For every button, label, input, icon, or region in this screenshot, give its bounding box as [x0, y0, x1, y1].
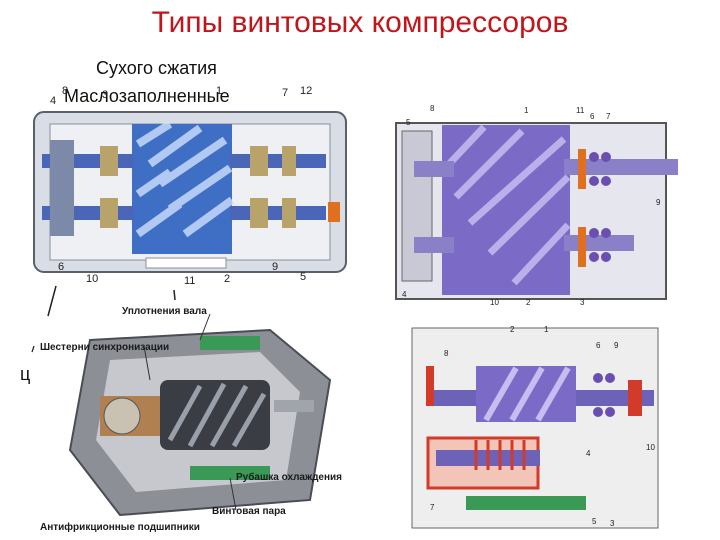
label-dry-compression: Сухого сжатия — [96, 58, 217, 78]
svg-text:10: 10 — [646, 443, 655, 452]
svg-text:9: 9 — [656, 198, 661, 207]
svg-text:2: 2 — [224, 273, 230, 285]
svg-text:8: 8 — [62, 85, 68, 97]
svg-text:11: 11 — [576, 106, 585, 115]
svg-text:1: 1 — [216, 85, 222, 97]
svg-text:8: 8 — [430, 104, 435, 113]
oil-flooded-section-diagram: 1 2 3 4 5 6 7 8 9 10 — [406, 320, 666, 532]
label-timing-gears: Шестерни синхронизации — [40, 342, 169, 353]
svg-text:2: 2 — [510, 325, 515, 334]
label-screw-pair: Винтовая пара — [212, 506, 286, 517]
slide-title: Типы винтовых компрессоров — [151, 6, 569, 39]
svg-text:2: 2 — [526, 298, 531, 307]
label-oil-flooded: Маслозаполненные — [64, 86, 230, 106]
svg-text:10: 10 — [86, 273, 98, 285]
svg-text:5: 5 — [300, 271, 306, 283]
svg-text:5: 5 — [406, 118, 411, 127]
svg-text:10: 10 — [490, 298, 499, 307]
svg-text:7: 7 — [430, 503, 435, 512]
svg-text:8: 8 — [444, 349, 449, 358]
svg-text:12: 12 — [300, 85, 312, 97]
svg-text:3: 3 — [102, 89, 108, 101]
svg-text:5: 5 — [592, 517, 597, 526]
svg-text:1: 1 — [544, 325, 549, 334]
svg-text:7: 7 — [282, 87, 288, 99]
svg-text:3: 3 — [580, 298, 585, 307]
label-shaft-seals: Уплотнения вала — [122, 306, 207, 317]
svg-text:9: 9 — [272, 261, 278, 273]
label-antifriction-bearings: Антифрикционные подшипники — [40, 521, 200, 533]
svg-text:4: 4 — [586, 449, 591, 458]
svg-text:3: 3 — [610, 519, 615, 528]
stray-marks — [31, 285, 176, 353]
svg-text:6: 6 — [58, 261, 64, 273]
svg-text:4: 4 — [402, 290, 407, 299]
oil-flooded-cutaway-diagram: Уплотнения вала Шестерни синхронизации Р… — [40, 300, 360, 536]
svg-text:6: 6 — [590, 112, 595, 121]
svg-text:7: 7 — [606, 112, 611, 121]
label-cooling-jacket: Рубашка охлаждения — [236, 471, 342, 483]
dry-compressor-section-diagram: 1 2 3 4 5 6 7 8 9 10 11 — [394, 103, 684, 313]
svg-text:4: 4 — [50, 95, 56, 107]
svg-text:6: 6 — [596, 341, 601, 350]
svg-text:11: 11 — [184, 275, 195, 287]
stray-char: ц — [20, 364, 31, 384]
svg-text:1: 1 — [524, 106, 529, 115]
svg-text:9: 9 — [614, 341, 619, 350]
